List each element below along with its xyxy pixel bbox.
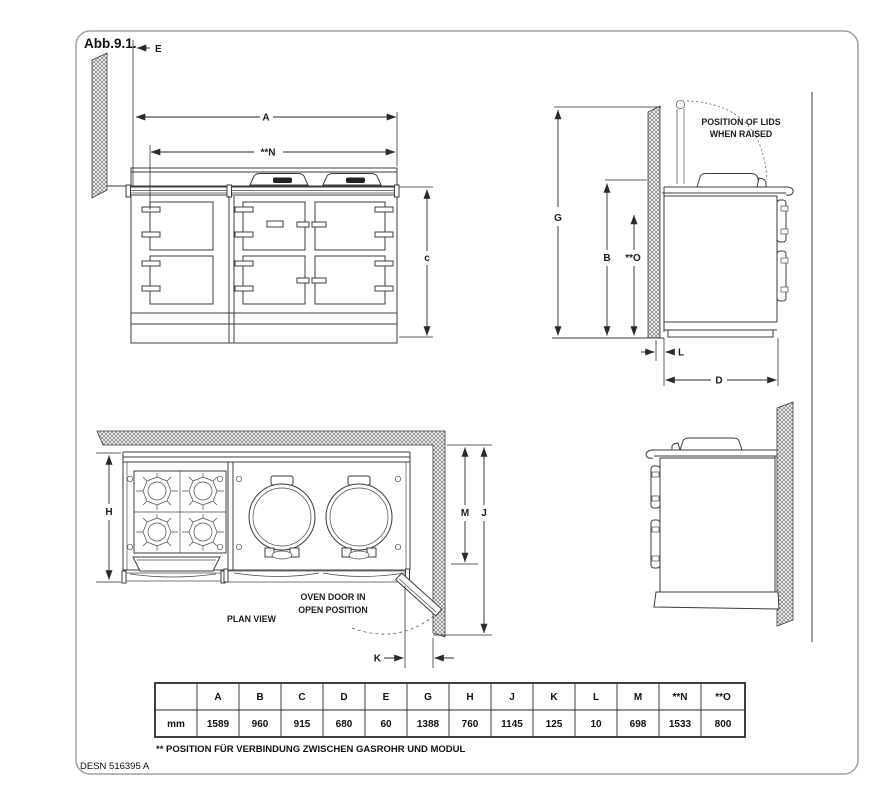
table-cell: mm xyxy=(167,719,185,730)
towel-rail xyxy=(128,186,397,196)
lid-knob xyxy=(675,99,686,110)
lid-grip-1 xyxy=(273,177,292,183)
table-header: H xyxy=(466,692,473,703)
oven-door-note-line2: OPEN POSITION xyxy=(298,605,367,615)
grill-tray xyxy=(132,556,221,572)
table-cell: 915 xyxy=(294,719,311,730)
oven-door xyxy=(149,255,214,305)
wall-corner-hatch xyxy=(96,430,446,638)
table-header: L xyxy=(593,692,599,703)
hotplate-lid-plan xyxy=(325,475,393,560)
plan-view: PLAN VIEW OVEN DOOR IN OPEN POSITION xyxy=(96,430,446,638)
dim-label-A: A xyxy=(262,113,269,124)
plan-view-label: PLAN VIEW xyxy=(227,614,277,624)
wall-left-hatch xyxy=(91,52,108,199)
table-cell: 1388 xyxy=(417,719,440,730)
table-cell: 760 xyxy=(462,719,479,730)
table-cell: 698 xyxy=(630,719,647,730)
table-cell: 1145 xyxy=(501,719,523,730)
table-header: A xyxy=(214,692,221,703)
dim-label-J: J xyxy=(481,508,487,519)
table-header: K xyxy=(550,692,558,703)
dim-label-c: c xyxy=(424,253,430,264)
plinth xyxy=(653,591,780,610)
rail-bracket xyxy=(785,186,794,196)
table-cell: 800 xyxy=(715,719,732,730)
dim-label-N: **N xyxy=(260,148,275,159)
door-vent xyxy=(266,220,284,228)
front-view-dimensions: E A **N c xyxy=(132,40,433,338)
rear-side-view xyxy=(645,401,794,627)
table-cell: 125 xyxy=(546,719,563,730)
burner xyxy=(136,473,178,510)
dim-label-M: M xyxy=(461,508,469,519)
front-elevation-view xyxy=(91,52,400,344)
table-cell: 60 xyxy=(380,719,392,730)
table-header: **N xyxy=(672,692,687,703)
table-cell: 960 xyxy=(252,719,269,730)
burner xyxy=(136,514,178,551)
gas-hob-plan xyxy=(121,470,227,584)
dim-label-G: G xyxy=(554,213,562,224)
burner xyxy=(182,473,224,510)
side-view-dimensions: G B **O L D xyxy=(554,106,779,387)
panel-border xyxy=(75,30,859,775)
table-header: **O xyxy=(715,692,731,703)
table-header: M xyxy=(634,692,642,703)
wall-side-hatch-lower xyxy=(776,401,794,627)
lid-swing-arc xyxy=(686,100,768,181)
wall-side-hatch xyxy=(647,105,661,339)
hotplate-lid-plan xyxy=(248,475,316,560)
table-cell: 680 xyxy=(336,719,353,730)
table-header: J xyxy=(509,692,515,703)
lid-closed-side xyxy=(696,173,761,188)
oven-door-note-line1: OVEN DOOR IN xyxy=(300,592,365,602)
lids-note-line2: WHEN RAISED xyxy=(710,129,773,139)
figure-title: Abb.9.1. xyxy=(84,36,137,51)
dim-label-L: L xyxy=(678,348,684,359)
table-cell: 1589 xyxy=(207,719,230,730)
table-header: D xyxy=(340,692,347,703)
lid-closed-side xyxy=(679,437,743,451)
open-oven-door xyxy=(394,572,443,617)
footnote: ** POSITION FÜR VERBINDUNG ZWISCHEN GASR… xyxy=(156,744,465,755)
hotplates-plan xyxy=(223,475,410,583)
dim-label-K: K xyxy=(374,654,382,665)
table-header: C xyxy=(298,692,305,703)
drawing-number: DESN 516395 A xyxy=(80,761,150,772)
plan-view-dimensions: H M J K xyxy=(96,444,492,668)
table-cell: 1533 xyxy=(669,719,692,730)
dim-label-E: E xyxy=(155,44,162,55)
dimension-table: A B C D E G H J K L M **N **O mm 1589 96… xyxy=(154,682,746,738)
side-elevation-view: POSITION OF LIDS WHEN RAISED xyxy=(552,92,813,642)
door-swing-arc xyxy=(351,614,436,635)
table-header: B xyxy=(256,692,263,703)
dim-label-H: H xyxy=(105,507,112,518)
table-header: E xyxy=(383,692,390,703)
lid-grip-2 xyxy=(346,177,365,183)
dim-label-B: B xyxy=(603,253,610,264)
burner xyxy=(182,514,224,551)
rail-bracket xyxy=(645,449,654,459)
table-header: G xyxy=(424,692,432,703)
dim-label-O: **O xyxy=(625,253,641,264)
lids-note-line1: POSITION OF LIDS xyxy=(701,117,780,127)
dim-label-D: D xyxy=(715,376,722,387)
table-cell: 10 xyxy=(590,719,602,730)
oven-door xyxy=(149,201,214,251)
